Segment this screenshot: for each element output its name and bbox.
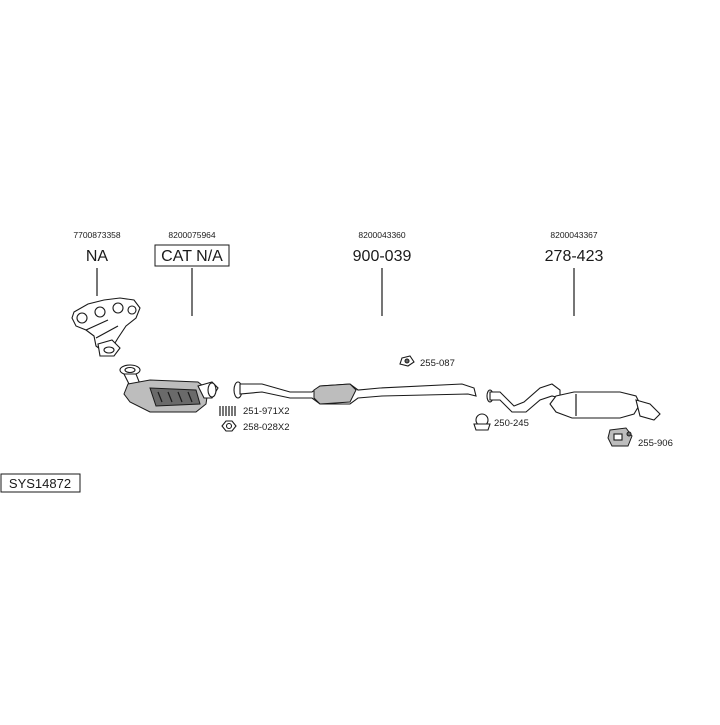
center-pipe-drawing	[233, 381, 477, 405]
rubber-mount-icon	[607, 427, 633, 447]
component-part-number: 900-039	[353, 248, 412, 265]
accessory-255-906: 255-906	[607, 427, 673, 449]
component-part-number: CAT N/A	[161, 248, 223, 265]
accessory-250-245: 250-245	[473, 413, 529, 431]
component-ref: 8200043360	[358, 230, 406, 240]
catalyst-drawing	[119, 364, 219, 413]
component-ref: 7700873358	[73, 230, 121, 240]
rear-silencer-drawing	[486, 383, 661, 421]
pipe-clamp-icon	[473, 413, 491, 431]
accessory-code: 250-245	[494, 418, 529, 429]
component-manifold: 7700873358 NA	[73, 230, 121, 296]
accessory-251-971X2: 251-971X2	[219, 406, 289, 417]
accessory-code: 258-028X2	[243, 422, 289, 433]
component-center-pipe: 8200043360 900-039	[353, 230, 412, 316]
component-part-number: 278-423	[545, 248, 604, 265]
accessory-code: 251-971X2	[243, 406, 289, 417]
component-part-number: NA	[86, 248, 109, 265]
clamp-bracket-icon	[399, 355, 415, 367]
accessory-code: 255-087	[420, 358, 455, 369]
accessory-255-087: 255-087	[399, 355, 455, 369]
system-code-frame	[0, 473, 81, 493]
accessory-code: 255-906	[638, 438, 673, 449]
manifold-drawing	[71, 297, 141, 357]
component-rear-silencer: 8200043367 278-423	[545, 230, 604, 316]
part-number-box	[154, 244, 230, 267]
accessory-258-028X2: 258-028X2	[221, 420, 289, 433]
spring-icon	[219, 406, 236, 416]
system-code: SYS14872	[9, 476, 71, 491]
component-ref: 8200075964	[168, 230, 216, 240]
nut-icon	[221, 420, 237, 432]
system-code-box: SYS14872	[0, 473, 81, 493]
component-ref: 8200043367	[550, 230, 598, 240]
component-catalyst: 8200075964 CAT N/A	[154, 230, 230, 316]
